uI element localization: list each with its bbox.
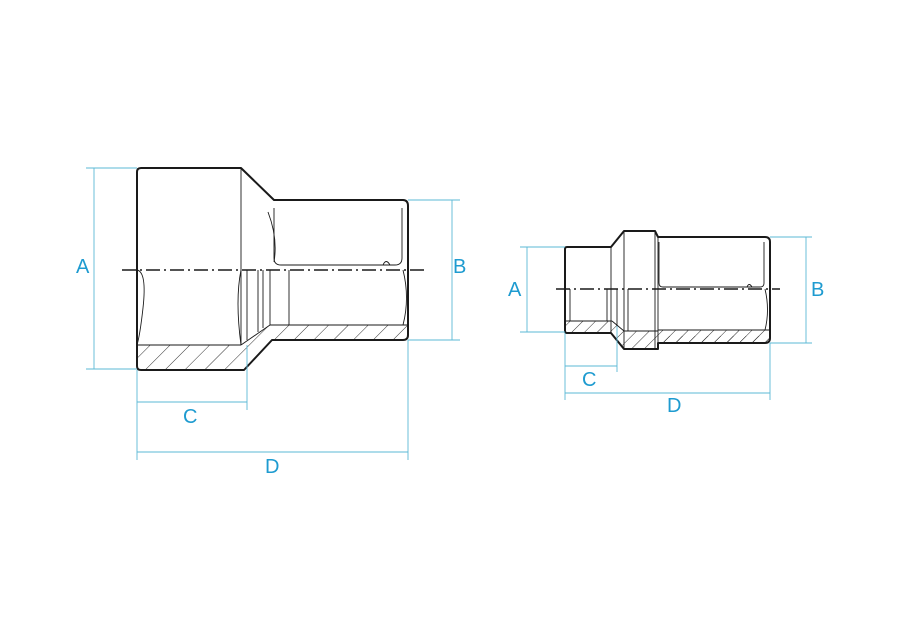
small-dimension-c-label: C (582, 369, 596, 391)
small-socket-section-hatch-right (658, 330, 770, 343)
large-dimension-c: C (136, 345, 248, 428)
small-dimension-a-label: A (508, 279, 522, 301)
large-socket-outline (136, 167, 409, 371)
large-dimension-d-label: D (265, 456, 279, 478)
large-socket: A B C D (76, 167, 466, 478)
large-dimension-b-label: B (453, 256, 466, 278)
small-dimension-a: A (508, 246, 565, 333)
large-dimension-a-label: A (76, 256, 90, 278)
large-dimension-c-label: C (183, 406, 197, 428)
large-socket-section-hatch (137, 325, 408, 370)
large-dimension-a: A (76, 167, 137, 370)
small-dimension-d: D (564, 343, 771, 417)
small-dimension-b-label: B (811, 279, 824, 301)
small-socket: A B C D (508, 230, 824, 417)
small-dimension-c: C (564, 326, 618, 391)
large-dimension-b: B (408, 199, 466, 341)
large-dimension-d: D (136, 340, 409, 478)
small-dimension-d-label: D (667, 395, 681, 417)
small-socket-outline (564, 230, 771, 350)
small-dimension-b: B (770, 236, 824, 344)
